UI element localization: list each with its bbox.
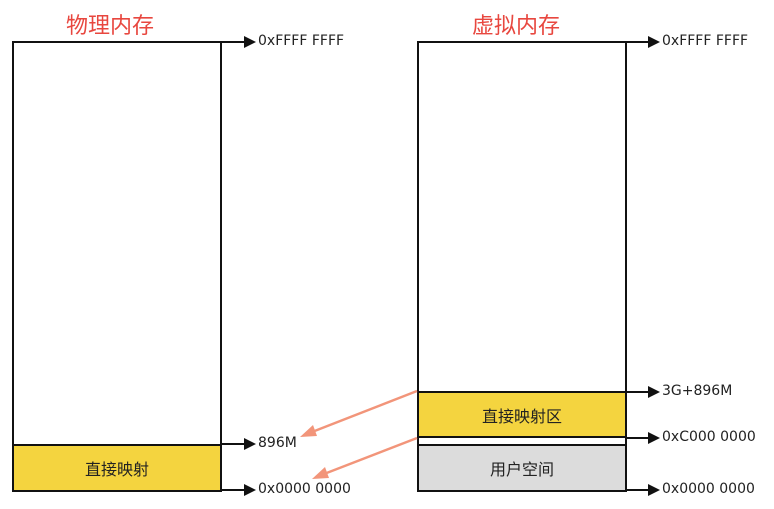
virtual-3g896-pointer-arrow <box>627 386 660 398</box>
mapping-arrow-to-zero <box>312 436 418 479</box>
virtual-c000-pointer-arrow <box>627 432 660 444</box>
virtual-direct-map-label: 直接映射区 <box>481 406 562 426</box>
physical-direct-map-label: 直接映射 <box>84 460 149 479</box>
physical-memory-title: 物理内存 <box>66 14 155 39</box>
virtual-user-space-label: 用户空间 <box>489 460 554 479</box>
physical-zero-pointer-arrow <box>222 484 256 496</box>
physical-addr-top-label: 0xFFFF FFFF <box>258 33 345 49</box>
virtual-zero-pointer-arrow <box>627 484 660 496</box>
virtual-memory-title: 虚拟内存 <box>472 14 561 39</box>
virtual-addr-zero-label: 0x0000 0000 <box>662 481 755 497</box>
physical-addr-zero-label: 0x0000 0000 <box>258 481 351 497</box>
virtual-direct-map-block: 直接映射区 <box>417 391 627 438</box>
virtual-addr-c000-label: 0xC000 0000 <box>662 429 756 445</box>
physical-top-pointer-arrow <box>222 36 256 48</box>
physical-addr-896-label: 896M <box>258 435 297 451</box>
physical-direct-map-block: 直接映射 <box>12 444 222 492</box>
virtual-top-pointer-arrow <box>627 36 660 48</box>
mapping-arrow-to-896m <box>300 389 418 437</box>
physical-896-pointer-arrow <box>222 438 256 450</box>
virtual-user-space-block: 用户空间 <box>417 444 627 492</box>
virtual-addr-3g896-label: 3G+896M <box>662 383 733 399</box>
virtual-addr-top-label: 0xFFFF FFFF <box>662 33 749 49</box>
